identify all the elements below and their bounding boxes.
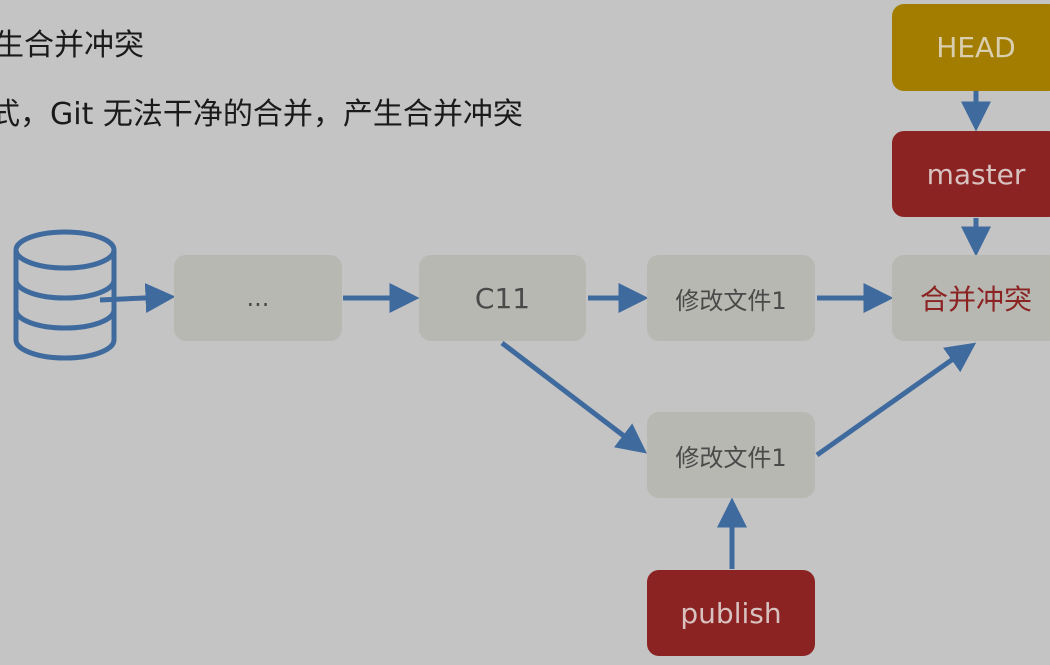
- arrow-c11-to-publish-commit: [500, 341, 647, 454]
- commit-master-edit: 修改文件1: [647, 255, 815, 341]
- database-icon: [13, 229, 117, 361]
- slide-description: 式，Git 无法干净的合并，产生合并冲突: [0, 97, 523, 132]
- arrow-publish-commit-to-conflict: [815, 342, 977, 458]
- slide-heading: 生合并冲突: [0, 28, 144, 63]
- commit-merge-conflict: 合并冲突: [892, 255, 1050, 341]
- head-pointer: HEAD: [892, 4, 1050, 91]
- commit-c11: C11: [419, 255, 586, 341]
- branch-publish: publish: [647, 570, 815, 656]
- arrow-db-to-ellipsis: [99, 283, 176, 313]
- commit-publish-edit: 修改文件1: [647, 412, 815, 498]
- commit-ellipsis: ...: [174, 255, 342, 341]
- branch-master: master: [892, 131, 1050, 217]
